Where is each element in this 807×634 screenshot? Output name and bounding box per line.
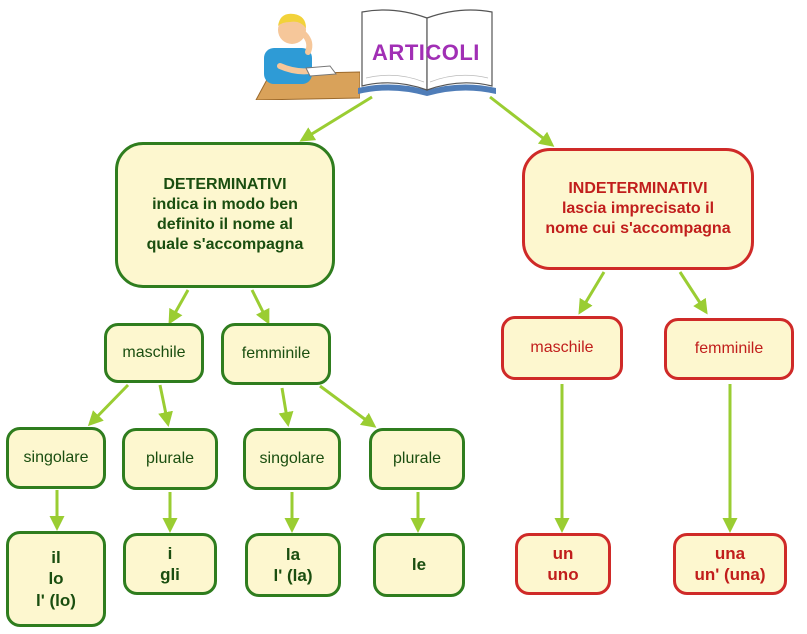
det-femm-singolare-label: singolare: [259, 450, 325, 467]
article-le: le: [411, 555, 427, 575]
determinativi-heading: DETERMINATIVI: [163, 176, 287, 193]
det-masc-plurale-box: plurale: [122, 428, 218, 490]
indeterminativi-desc-1: lascia imprecisato il: [561, 200, 715, 217]
arrow-det-masc-to-plurale: [158, 384, 173, 427]
article-una: una: [714, 543, 746, 563]
indet-femminile-label: femminile: [694, 340, 764, 357]
det-femminile-label: femminile: [241, 345, 311, 362]
indet-maschile-label: maschile: [530, 339, 594, 356]
indet-femminile-box: femminile: [664, 318, 794, 380]
article-l-la: l' (la): [273, 566, 313, 585]
det-maschile-label: maschile: [122, 344, 186, 361]
det-femm-plur-articles-box: le: [373, 533, 465, 597]
arrow-indet-to-femminile: [678, 271, 708, 315]
open-book-icon: [358, 9, 496, 96]
arrow-det-femm-to-plurale: [319, 384, 377, 428]
det-masc-singolare-label: singolare: [23, 449, 89, 466]
determinativi-desc-1: indica in modo ben: [152, 196, 298, 213]
det-masc-plur-articles-box: i gli: [123, 533, 217, 595]
det-femm-singolare-box: singolare: [243, 428, 341, 490]
det-masc-plurale-label: plurale: [145, 450, 195, 467]
article-gli: gli: [160, 565, 180, 584]
det-masc-sing-articles-box: il lo l' (lo): [6, 531, 106, 627]
det-masc-singolare-box: singolare: [6, 427, 106, 489]
article-l-lo: l' (lo): [36, 590, 76, 610]
det-femm-plurale-box: plurale: [369, 428, 465, 490]
indeterminativi-desc-2: nome cui s'accompagna: [545, 220, 731, 237]
article-un-una: un' (una): [694, 565, 766, 584]
indet-maschile-box: maschile: [501, 316, 623, 380]
determinativi-desc-3: quale s'accompagna: [146, 236, 304, 253]
determinativi-desc-2: definito il nome al: [156, 216, 293, 233]
article-la: la: [285, 544, 301, 564]
indet-masc-articles-box: un uno: [515, 533, 611, 595]
article-un: un: [552, 543, 574, 563]
det-femm-plurale-label: plurale: [392, 450, 442, 467]
indeterminativi-heading: INDETERMINATIVI: [568, 180, 708, 197]
det-maschile-box: maschile: [104, 323, 204, 383]
arrow-det-to-femminile: [250, 289, 270, 325]
arrow-title-to-indeterminativi: [489, 95, 555, 147]
det-femminile-box: femminile: [221, 323, 331, 385]
arrow-det-to-maschile: [168, 289, 190, 325]
arrow-title-to-determinativi: [299, 95, 373, 142]
article-uno: uno: [547, 565, 579, 584]
det-femm-sing-articles-box: la l' (la): [245, 533, 341, 597]
student-reading-illustration: [255, 13, 360, 100]
article-i: i: [167, 543, 173, 563]
indet-femm-articles-box: una un' (una): [673, 533, 787, 595]
arrow-det-masc-to-singolare: [87, 383, 130, 427]
article-il: il: [51, 548, 61, 568]
diagram-title: ARTICOLI: [372, 40, 480, 65]
arrow-det-femm-to-singolare: [278, 387, 294, 427]
indeterminativi-box: INDETERMINATIVI lascia imprecisato il no…: [522, 148, 754, 270]
article-lo: lo: [48, 569, 64, 589]
arrow-indet-to-maschile: [578, 271, 606, 315]
determinativi-box: DETERMINATIVI indica in modo ben definit…: [115, 142, 335, 288]
